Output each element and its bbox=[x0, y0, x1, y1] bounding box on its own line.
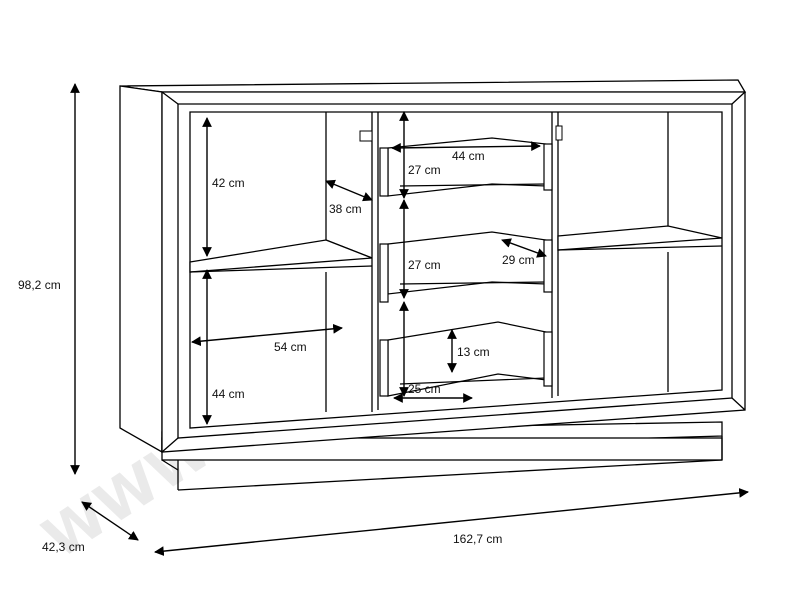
drawer-middle-depth-arrow bbox=[501, 238, 547, 258]
left-depth-arrow bbox=[325, 179, 373, 202]
left-upper-height-label: 42 cm bbox=[212, 176, 245, 190]
hinge-icon bbox=[359, 125, 563, 142]
left-width-arrow bbox=[191, 323, 343, 347]
sideboard-outline bbox=[119, 79, 747, 491]
left-lower-height-label: 44 cm bbox=[212, 387, 245, 401]
drawer-middle-height-label: 27 cm bbox=[408, 258, 441, 272]
drawer-bottom-inner-height-label: 13 cm bbox=[457, 345, 490, 359]
drawer-top bbox=[379, 137, 553, 197]
left-depth-label: 38 cm bbox=[329, 202, 362, 216]
drawer-bottom-depth-label: 25 cm bbox=[408, 382, 441, 396]
overall-width-label: 162,7 cm bbox=[453, 532, 502, 546]
drawer-top-height-label: 27 cm bbox=[408, 163, 441, 177]
drawer-top-width-label: 44 cm bbox=[452, 149, 485, 163]
drawer-bottom bbox=[379, 321, 553, 397]
overall-depth-arrow bbox=[81, 501, 139, 541]
overall-depth-label: 42,3 cm bbox=[42, 540, 85, 554]
drawer-middle bbox=[379, 231, 553, 303]
left-width-label: 54 cm bbox=[274, 340, 307, 354]
overall-width-arrow bbox=[154, 488, 749, 556]
overall-height-label: 98,2 cm bbox=[18, 278, 61, 292]
drawer-top-width-arrow bbox=[391, 141, 541, 153]
drawer-middle-depth-label: 29 cm bbox=[502, 253, 535, 267]
